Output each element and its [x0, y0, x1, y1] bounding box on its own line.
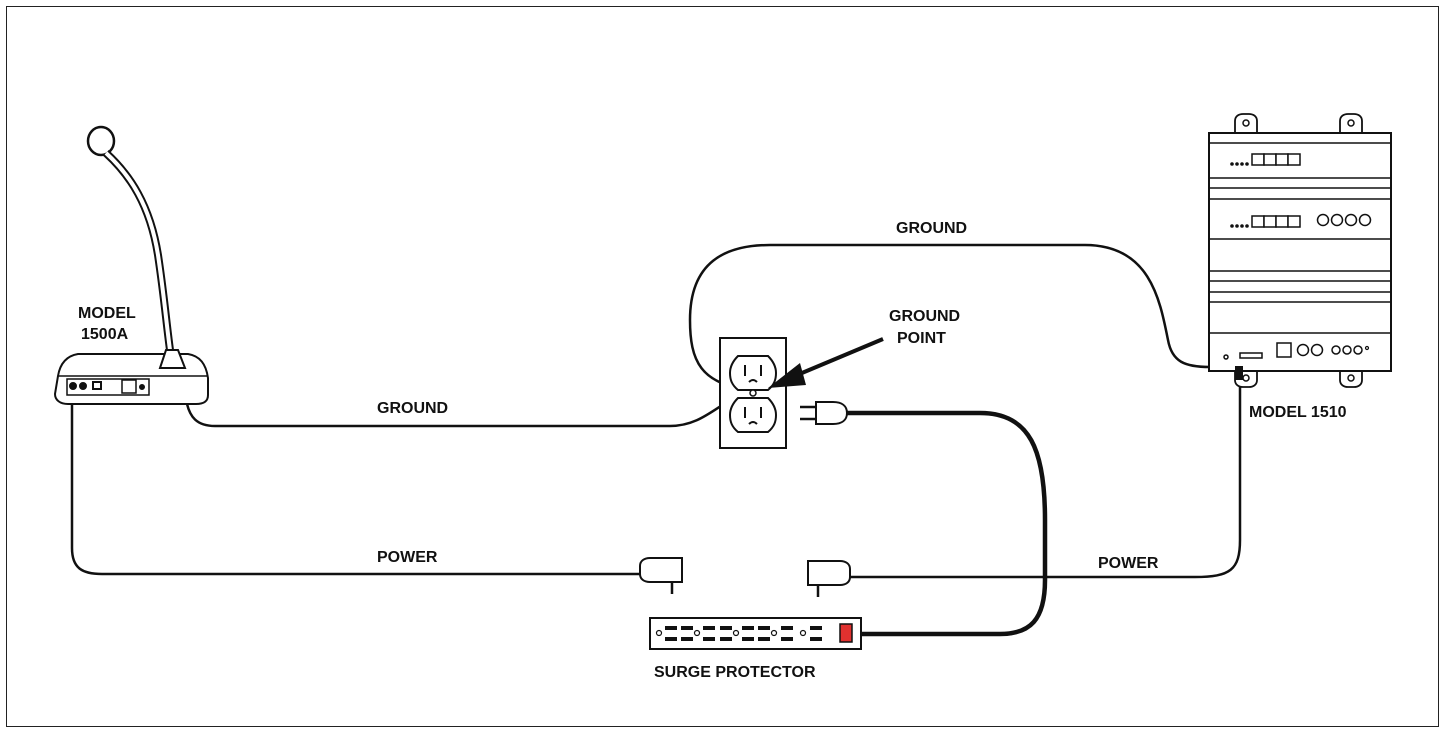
surge-protector: [649, 617, 862, 650]
ground-screw: [749, 389, 757, 397]
ground-label-top: GROUND: [896, 220, 967, 237]
microphone-1500a: [53, 125, 209, 405]
power-label-left: POWER: [377, 549, 438, 566]
diagram-frame: [6, 6, 1439, 727]
amplifier-power-connector: [1235, 366, 1243, 380]
power-plug: [800, 401, 849, 425]
power-wire-right: [848, 373, 1242, 579]
mic-model-label-line2: 1500A: [81, 326, 129, 343]
mic-model-label-line1: MODEL: [78, 305, 136, 322]
wall-adapter-left: [639, 557, 683, 594]
amp-model-label: MODEL 1510: [1249, 404, 1347, 421]
power-wire-left: [70, 385, 642, 576]
ground-point-label-line2: POINT: [897, 330, 946, 347]
surge-strip-body: [649, 617, 862, 650]
wall-outlet: [719, 337, 787, 449]
wall-adapter-right: [807, 560, 851, 597]
mic-head: [86, 125, 116, 157]
ground-point-arrow: [768, 337, 884, 388]
surge-protector-label: SURGE PROTECTOR: [654, 664, 816, 681]
ground-wire-left: [185, 388, 754, 428]
ground-label-left: GROUND: [377, 400, 448, 417]
power-label-right: POWER: [1098, 555, 1159, 572]
surge-power-cord: [844, 410, 1048, 637]
amplifier-1510: [1208, 113, 1392, 388]
ground-point-label-line1: GROUND: [889, 308, 960, 325]
surge-power-switch[interactable]: [839, 623, 853, 643]
amplifier-chassis: [1208, 132, 1392, 372]
ground-wire-top: [688, 243, 1212, 392]
